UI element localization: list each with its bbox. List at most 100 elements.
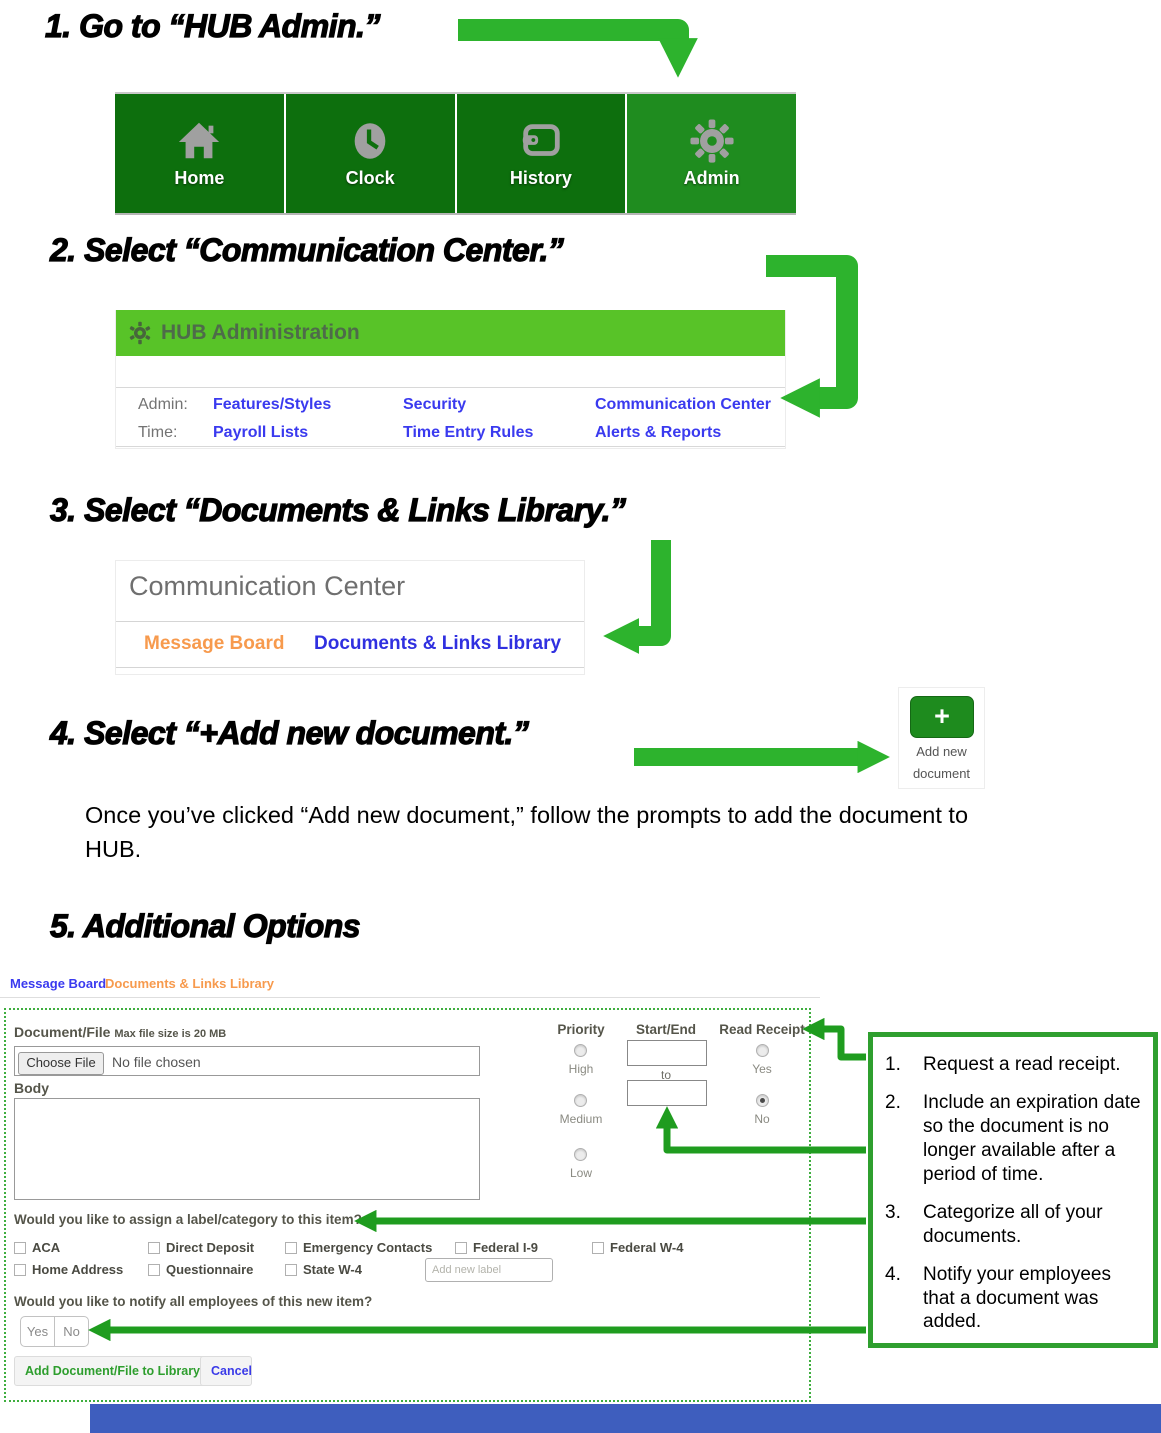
document-file-label-text: Document/File (14, 1024, 111, 1040)
link-security[interactable]: Security (403, 396, 467, 413)
checkbox-state-w4[interactable]: State W-4 (285, 1262, 362, 1277)
checkbox-federal-w4[interactable]: Federal W-4 (592, 1240, 683, 1255)
divider (0, 997, 820, 998)
checkbox-icon[interactable] (14, 1263, 26, 1276)
read-receipt-no-radio[interactable] (756, 1094, 769, 1107)
end-date-input[interactable] (627, 1080, 707, 1106)
nav-label: Home (174, 168, 225, 188)
notify-yes-button[interactable]: Yes (26, 1324, 49, 1339)
hub-administration-header: HUB Administration (116, 310, 785, 356)
priority-medium-label: Medium (559, 1112, 603, 1126)
time-links-row: Time: Payroll Lists Time Entry Rules Ale… (138, 420, 777, 446)
body-textarea[interactable] (14, 1098, 480, 1200)
callout-item: 4. Notify your employees that a document… (885, 1263, 1145, 1335)
clock-icon (354, 123, 386, 159)
checkbox-questionnaire[interactable]: Questionnaire (148, 1262, 253, 1277)
checkbox-home-address[interactable]: Home Address (14, 1262, 123, 1277)
plus-icon[interactable]: + (910, 696, 974, 738)
tab-message-board[interactable]: Message Board (144, 633, 285, 654)
checkbox-label: Home Address (32, 1262, 124, 1277)
checkbox-icon[interactable] (592, 1241, 604, 1254)
wallet-icon (522, 124, 560, 156)
link-alerts-reports[interactable]: Alerts & Reports (595, 424, 722, 441)
document-file-label: Document/File Max file size is 20 MB (14, 1024, 226, 1040)
form-tab-message-board[interactable]: Message Board (10, 976, 107, 991)
checkbox-icon[interactable] (285, 1241, 297, 1254)
step1-heading: 1. Go to “HUB Admin.” (44, 7, 381, 44)
nav-label: History (509, 168, 572, 188)
checkbox-label: Emergency Contacts (303, 1240, 433, 1255)
priority-high-label: High (568, 1062, 594, 1076)
checkbox-label: Questionnaire (166, 1262, 254, 1277)
read-receipt-header: Read Receipt (719, 1022, 805, 1037)
tile-label-line2: document (912, 766, 971, 781)
notify-no-button[interactable]: No (54, 1317, 88, 1346)
choose-file-button[interactable]: Choose File (18, 1052, 104, 1075)
hub-administration-panel: HUB Administration Admin: Features/Style… (115, 310, 786, 449)
hub-navbar: Home Clock History (115, 92, 796, 215)
notify-question: Would you like to notify all employees o… (14, 1294, 373, 1309)
read-receipt-no-label: No (754, 1112, 770, 1126)
no-file-chosen-text: No file chosen (112, 1054, 201, 1070)
nav-tile-history[interactable]: History (456, 94, 626, 213)
checkbox-label: State W-4 (303, 1262, 362, 1277)
link-features-styles[interactable]: Features/Styles (213, 396, 332, 413)
tab-documents-links-library[interactable]: Documents & Links Library (314, 633, 562, 654)
start-end-header: Start/End (635, 1022, 696, 1037)
start-end-to-label: to (660, 1068, 671, 1082)
callout-number: 2. (885, 1091, 901, 1113)
checkbox-aca[interactable]: ACA (14, 1240, 60, 1255)
checkbox-icon[interactable] (148, 1263, 160, 1276)
panel-title: HUB Administration (161, 321, 360, 344)
checkbox-label: Federal I-9 (473, 1240, 539, 1255)
divider (116, 621, 584, 622)
start-date-input[interactable] (627, 1040, 707, 1066)
admin-links-row: Admin: Features/Styles Security Communic… (138, 392, 777, 418)
priority-high-radio[interactable] (574, 1044, 587, 1057)
nav-label: Admin (683, 168, 740, 188)
checkbox-icon[interactable] (148, 1241, 160, 1254)
step3-heading: 3. Select “Documents & Links Library.” (49, 491, 626, 528)
nav-tile-admin[interactable]: Admin (627, 94, 796, 213)
checkbox-icon[interactable] (285, 1263, 297, 1276)
row-label: Time: (138, 424, 178, 441)
checkbox-label: Direct Deposit (166, 1240, 255, 1255)
callout-item: 3. Categorize all of your documents. (885, 1201, 1145, 1249)
divider (116, 446, 785, 447)
gear-icon (690, 119, 734, 163)
priority-medium-radio[interactable] (574, 1094, 587, 1107)
step2-heading: 2. Select “Communication Center.” (49, 231, 564, 268)
add-new-document-tile[interactable]: + Add new document (898, 687, 985, 789)
checkbox-label: ACA (32, 1240, 61, 1255)
link-payroll-lists[interactable]: Payroll Lists (213, 424, 309, 441)
priority-low-radio[interactable] (574, 1148, 587, 1161)
checkbox-icon[interactable] (14, 1241, 26, 1254)
checkbox-icon[interactable] (455, 1241, 467, 1254)
link-communication-center[interactable]: Communication Center (595, 396, 772, 413)
callout-box: 1. Request a read receipt. 2. Include an… (868, 1032, 1158, 1348)
link-time-entry-rules[interactable]: Time Entry Rules (403, 424, 534, 441)
priority-header: Priority (557, 1022, 605, 1037)
add-document-to-library-button[interactable]: Add Document/File to Library (14, 1356, 212, 1386)
divider (116, 387, 785, 388)
max-file-note: Max file size is 20 MB (114, 1028, 227, 1040)
form-tab-documents-links-library[interactable]: Documents & Links Library (105, 976, 275, 991)
add-new-label-input[interactable] (425, 1258, 553, 1282)
callout-item: 2. Include an expiration date so the doc… (885, 1091, 1145, 1187)
callout-text: Notify your employees that a document wa… (923, 1263, 1111, 1333)
checkbox-federal-i9[interactable]: Federal I-9 (455, 1240, 538, 1255)
tile-label-line1: Add new (916, 744, 967, 759)
step5-heading: 5. Additional Options (49, 907, 361, 944)
checkbox-label: Federal W-4 (610, 1240, 684, 1255)
nav-tile-home[interactable]: Home (115, 94, 284, 213)
checkbox-emergency-contacts[interactable]: Emergency Contacts (285, 1240, 432, 1255)
label-question: Would you like to assign a label/categor… (14, 1212, 362, 1227)
checkbox-direct-deposit[interactable]: Direct Deposit (148, 1240, 254, 1255)
cancel-button[interactable]: Cancel (200, 1356, 252, 1386)
read-receipt-yes-radio[interactable] (756, 1044, 769, 1057)
nav-tile-clock[interactable]: Clock (285, 94, 455, 213)
callout-text: Include an expiration date so the docume… (923, 1091, 1141, 1185)
read-receipt-yes-label: Yes (752, 1062, 772, 1076)
arrow-step1 (458, 19, 698, 78)
